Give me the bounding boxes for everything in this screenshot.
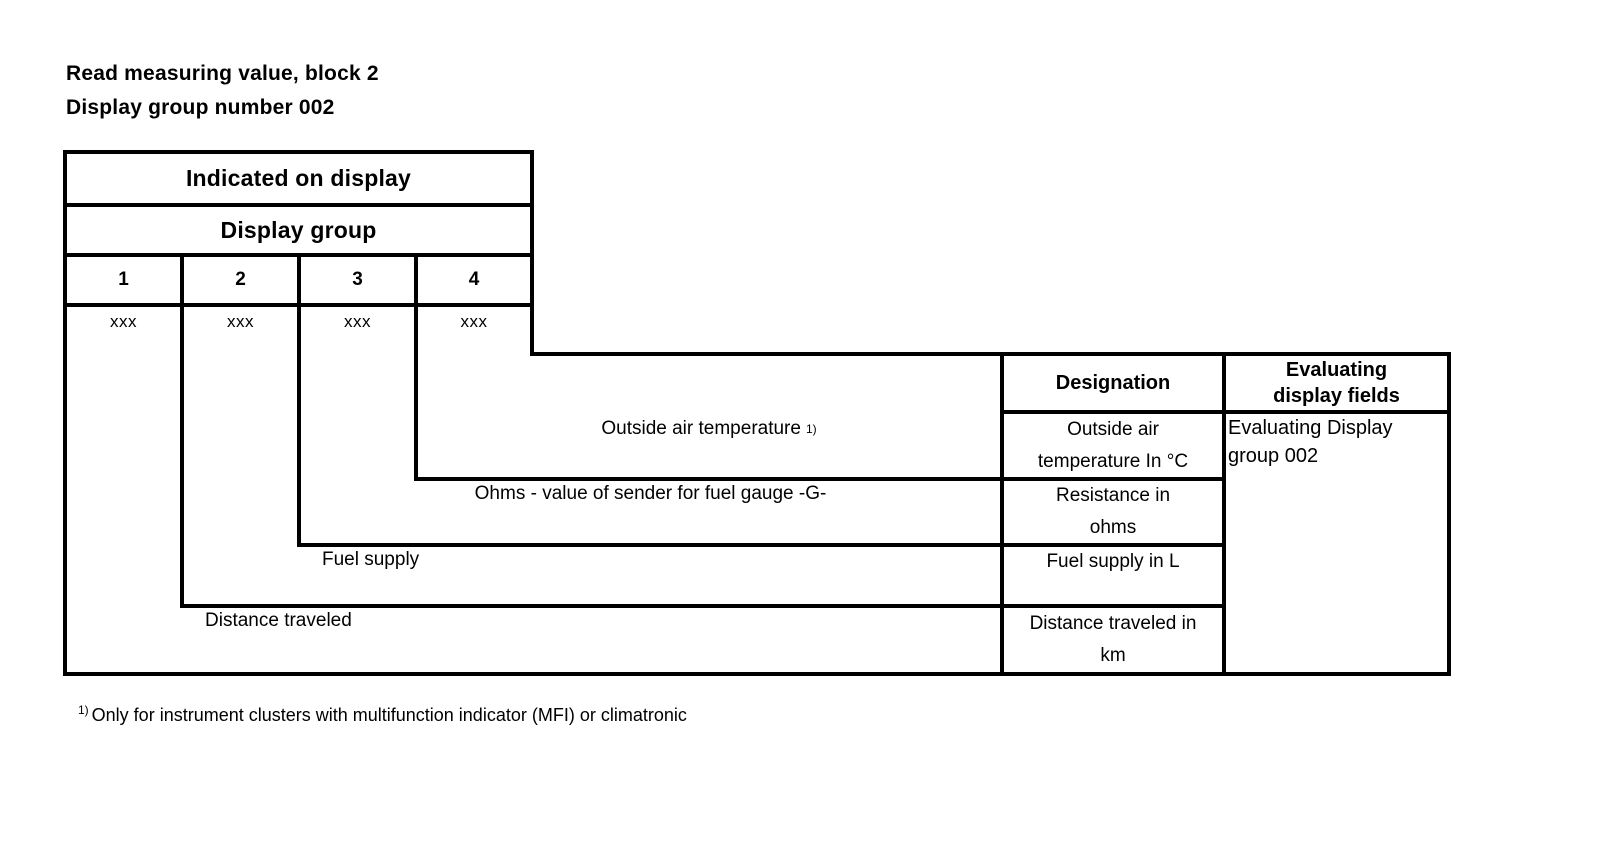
designation-fuel-supply-line1: Fuel supply in L [1046, 551, 1180, 572]
group-number-1: 1 [118, 269, 129, 290]
staircase-step-outside-air [530, 352, 1004, 356]
designation-col-divider [1000, 352, 1004, 676]
group-value-3: xxx [344, 312, 371, 331]
designation-row-rule-3 [1000, 604, 1226, 608]
footnote: 1)Only for instrument clusters with mult… [78, 703, 687, 726]
footnote-marker: 1) [78, 703, 89, 717]
table-right-border [1447, 352, 1451, 676]
designation-header: Designation [1004, 356, 1222, 410]
header-right-border [530, 150, 534, 356]
evaluating-header-line2: display fields [1273, 385, 1400, 407]
group-value-4: xxx [460, 312, 488, 331]
designation-outside-air-line2: temperature In °C [1037, 450, 1189, 472]
table-bottom-border [63, 672, 1451, 676]
evaluating-value-line2: group 002 [1228, 445, 1319, 467]
designation-outside-air-line1: Outside air [1067, 418, 1159, 440]
evaluating-header: Evaluating display fields [1226, 356, 1447, 410]
row-description-distance: Distance traveled [205, 610, 352, 631]
row-description-ohms: Ohms - value of sender for fuel gauge -G… [474, 483, 827, 504]
group-number-4: 4 [468, 269, 480, 290]
row-description-outside-air: Outside air temperature 1) [418, 413, 1000, 445]
header-indicated-on-display: Indicated on display [185, 165, 412, 191]
staircase-vertical-group3 [414, 303, 418, 481]
col-divider-2-3-head [297, 253, 301, 303]
col-divider-1-2-head [180, 253, 184, 303]
designation-value-outside-air: Outside air temperature In °C [1004, 414, 1222, 477]
staircase-step-fuel-supply [297, 543, 1004, 547]
staircase-step-ohms [414, 477, 1004, 481]
group-number-2: 2 [235, 269, 246, 290]
staircase-step-distance [180, 604, 1004, 608]
header-rule-indicated [63, 203, 534, 207]
footnote-text: Only for instrument clusters with multif… [91, 705, 687, 725]
staircase-vertical-group2 [297, 303, 301, 547]
designation-header-rule [1000, 410, 1451, 414]
row-description-fuel-supply: Fuel supply [322, 549, 420, 570]
title-line-2: Display group number 002 [66, 96, 335, 119]
evaluating-col-divider [1222, 352, 1226, 676]
designation-value-distance: Distance traveled in km [1004, 608, 1222, 672]
designation-header-text: Designation [1055, 372, 1171, 394]
col-divider-3-4-head [414, 253, 418, 303]
evaluating-value-line1: Evaluating Display [1228, 417, 1393, 439]
designation-row-rule-1 [1000, 477, 1226, 481]
evaluating-value: Evaluating Display group 002 [1228, 414, 1447, 474]
designation-distance-line2: km [1100, 645, 1126, 666]
designation-row-rule-2 [1000, 543, 1226, 547]
group-value-1: xxx [110, 312, 137, 331]
staircase-vertical-group1 [180, 303, 184, 608]
designation-ohms-line2: ohms [1089, 517, 1137, 538]
evaluating-header-line1: Evaluating [1285, 359, 1388, 381]
designation-value-fuel-supply: Fuel supply in L [1004, 546, 1222, 578]
page-title: Read measuring value, block 2 Display gr… [66, 57, 379, 125]
header-display-group: Display group [220, 216, 377, 243]
designation-value-ohms: Resistance in ohms [1004, 481, 1222, 543]
row-description-outside-air-text: Outside air temperature [601, 418, 801, 439]
designation-ohms-line1: Resistance in [1055, 485, 1171, 506]
designation-distance-line1: Distance traveled in [1029, 613, 1197, 634]
group-value-2: xxx [227, 312, 254, 331]
header-top-border [63, 150, 534, 154]
table-left-border [63, 150, 67, 676]
footnote-marker-superscript: 1) [805, 422, 817, 436]
group-number-3: 3 [352, 269, 363, 290]
title-line-1: Read measuring value, block 2 [66, 62, 379, 85]
